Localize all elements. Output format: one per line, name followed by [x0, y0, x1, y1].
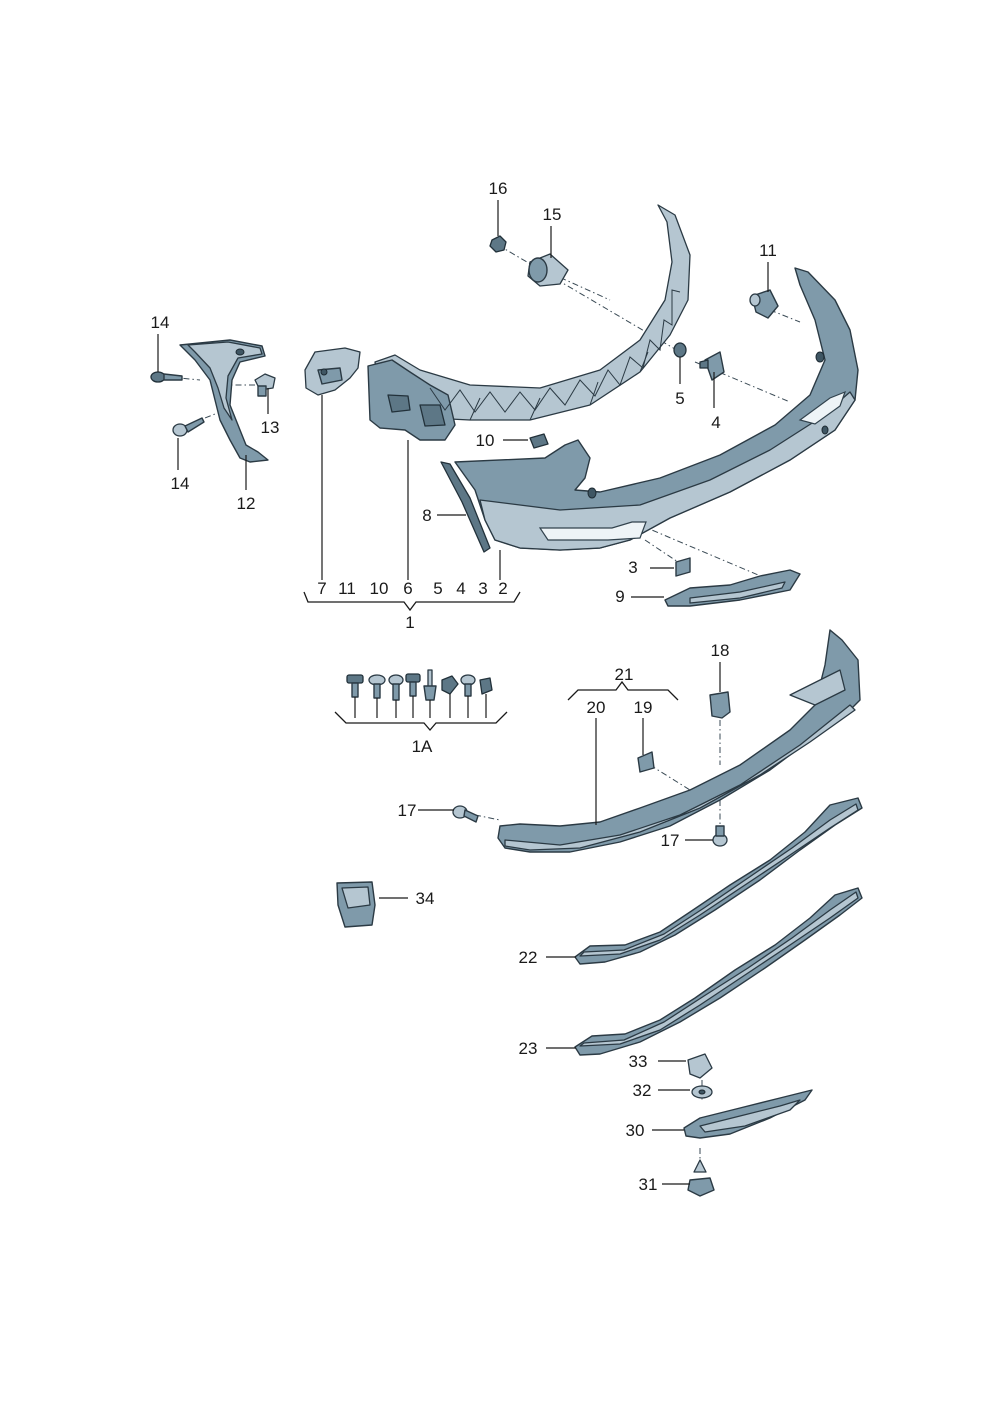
- side-bracket-part-12: [179, 339, 269, 463]
- label-2: 2: [498, 579, 507, 598]
- fastener-icons: [346, 669, 493, 701]
- nut-part-16: [489, 235, 507, 253]
- clip-part-4: [699, 351, 725, 381]
- label-4-top: 4: [711, 413, 720, 432]
- label-33: 33: [629, 1052, 648, 1071]
- label-16: 16: [489, 179, 508, 198]
- label-11-top: 11: [759, 241, 777, 260]
- screw-part-17-right: [712, 825, 728, 847]
- label-14-top: 14: [151, 313, 170, 332]
- underbody-panel-part-23: [574, 887, 863, 1056]
- leader-lines: [157, 200, 769, 1185]
- bracket-part-33: [687, 1053, 713, 1079]
- fastener-lines: [354, 694, 487, 718]
- clip-part-10: [529, 433, 549, 449]
- label-8: 8: [422, 506, 431, 525]
- spacer-part-15: [527, 253, 569, 287]
- screw-part-13: [254, 373, 276, 397]
- screw-part-17-left: [452, 805, 479, 823]
- label-9: 9: [615, 587, 624, 606]
- trim-part-9: [664, 569, 801, 607]
- braces: [303, 591, 679, 731]
- label-13: 13: [261, 418, 280, 437]
- screw-part-14-upper: [150, 371, 183, 383]
- callout-labels: 16 15 11 14 13 5 4 10 14 12 8 3 9 7 11 1…: [151, 179, 777, 1194]
- nut-part-31: [687, 1159, 715, 1197]
- clip-part-19: [637, 751, 655, 773]
- label-19: 19: [634, 698, 653, 717]
- trim-strip-part-8: [440, 461, 491, 553]
- bracket-part-7: [304, 347, 361, 396]
- label-3-row: 3: [478, 579, 487, 598]
- screw-part-14-lower: [172, 417, 205, 437]
- label-6: 6: [403, 579, 412, 598]
- label-32: 32: [633, 1081, 652, 1100]
- washer-part-32: [691, 1085, 713, 1099]
- label-5-top: 5: [675, 389, 684, 408]
- label-18: 18: [711, 641, 730, 660]
- label-4-row: 4: [456, 579, 465, 598]
- label-22: 22: [519, 948, 538, 967]
- label-17-left: 17: [398, 801, 417, 820]
- label-30: 30: [626, 1121, 645, 1140]
- fastener-set-part-1A: [346, 669, 493, 718]
- label-11-row: 11: [338, 579, 356, 598]
- label-10-row: 10: [370, 579, 389, 598]
- nut-part-5: [673, 342, 687, 358]
- label-15: 15: [543, 205, 562, 224]
- label-34: 34: [416, 889, 435, 908]
- bumper-cover-part-2: [454, 267, 859, 551]
- label-7: 7: [317, 579, 326, 598]
- label-3-right: 3: [628, 558, 637, 577]
- cap-part-3: [675, 557, 691, 577]
- cover-part-30: [683, 1089, 813, 1139]
- clip-part-11: [749, 289, 779, 319]
- label-17-right: 17: [661, 831, 680, 850]
- diffuser-part-20: [497, 629, 861, 853]
- truss-pattern: [429, 289, 681, 421]
- impact-absorber-part-6: [367, 204, 691, 441]
- label-12: 12: [237, 494, 256, 513]
- label-31: 31: [639, 1175, 658, 1194]
- clip-part-18: [709, 691, 731, 719]
- label-21: 21: [615, 665, 634, 684]
- pad-part-34: [336, 881, 376, 928]
- label-14-bottom: 14: [171, 474, 190, 493]
- underbody-panel-part-22: [574, 797, 863, 965]
- label-20: 20: [587, 698, 606, 717]
- label-1: 1: [405, 613, 414, 632]
- label-1A: 1A: [412, 737, 433, 756]
- label-5-row: 5: [433, 579, 442, 598]
- label-23: 23: [519, 1039, 538, 1058]
- label-10-top: 10: [476, 431, 495, 450]
